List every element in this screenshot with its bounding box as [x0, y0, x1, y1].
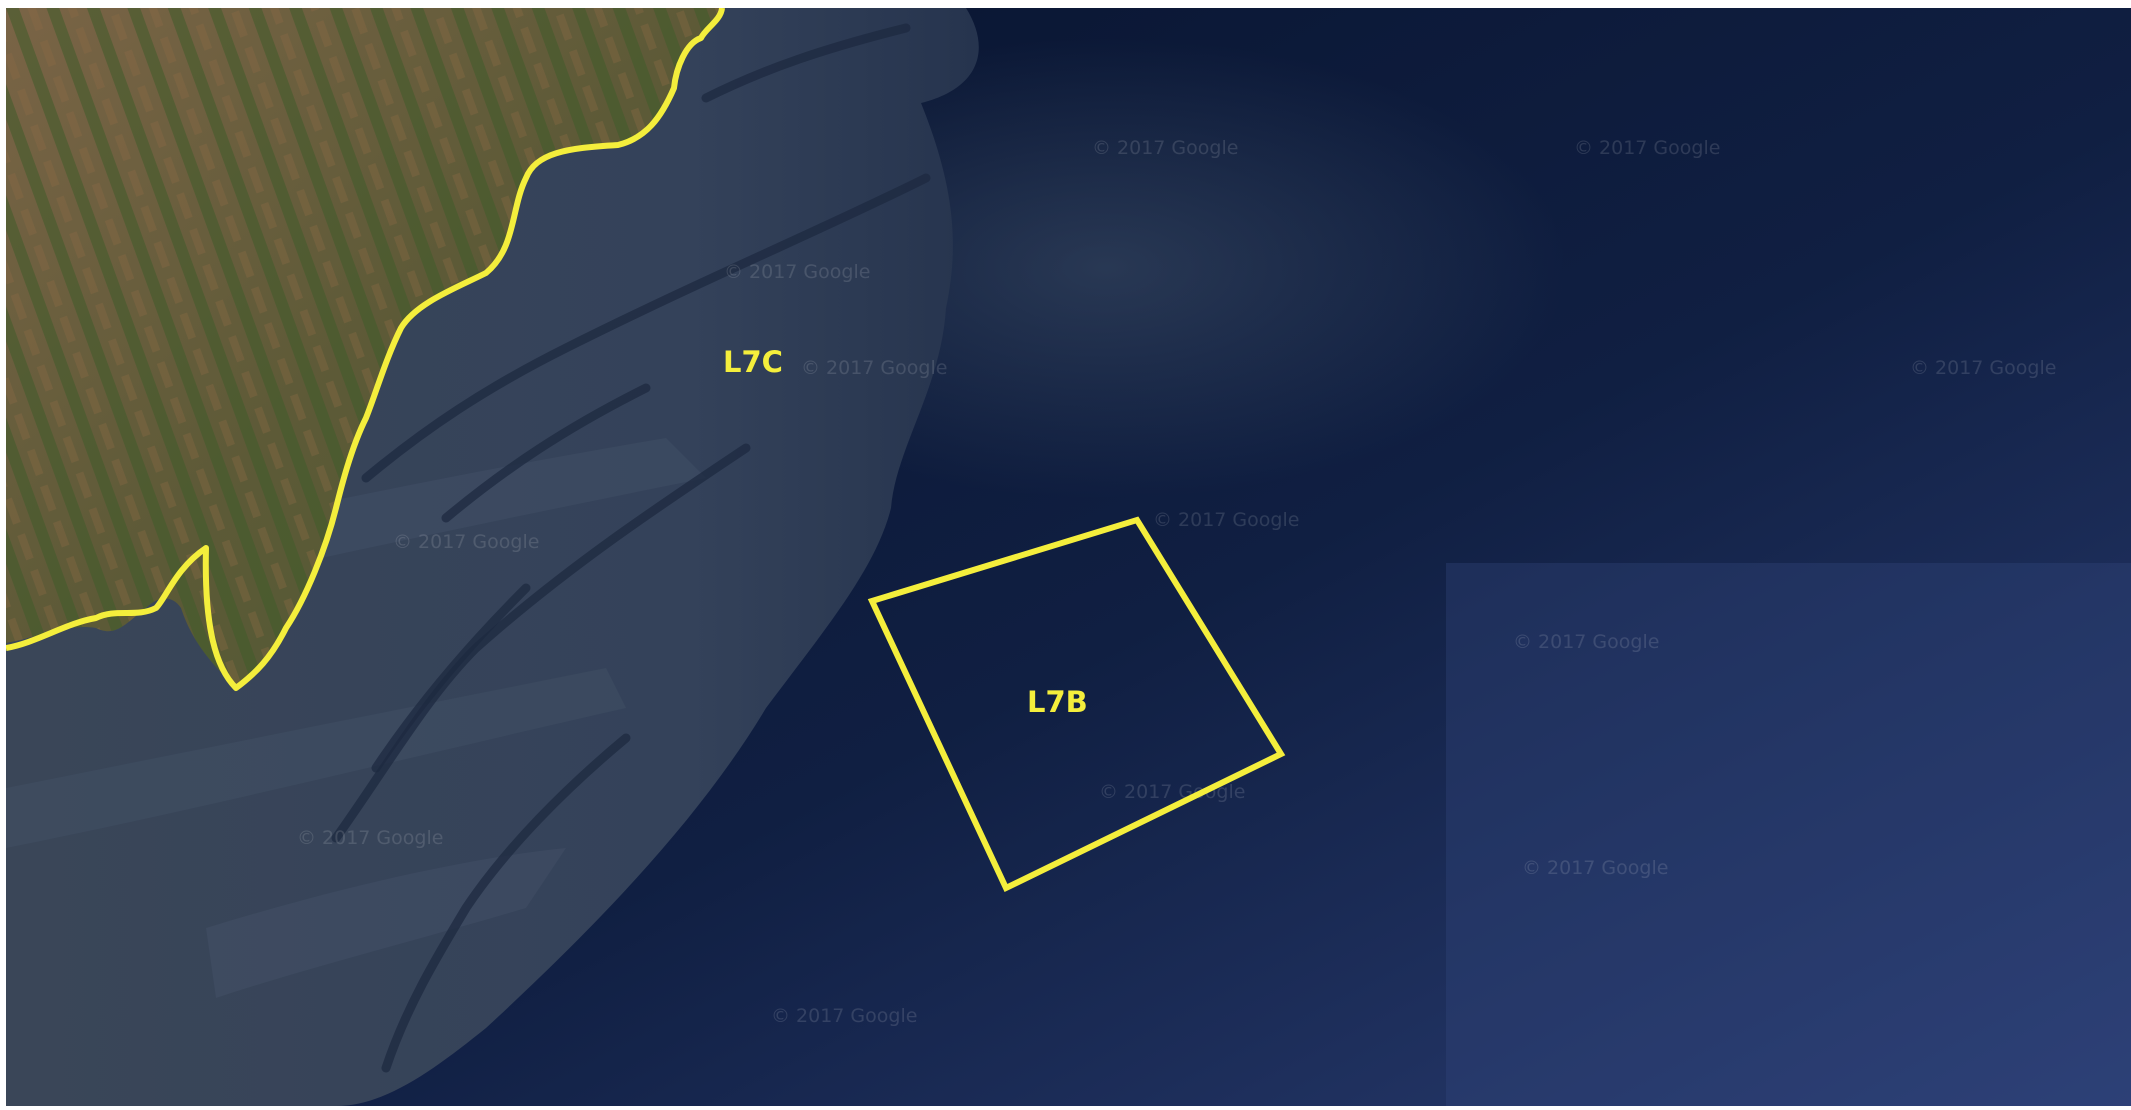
watermark: © 2017 Google — [1153, 509, 1299, 531]
watermark: © 2017 Google — [801, 357, 947, 379]
map-view[interactable]: © 2017 Google © 2017 Google © 2017 Googl… — [6, 8, 2131, 1106]
watermark: © 2017 Google — [1513, 631, 1659, 653]
shelf-band — [6, 668, 626, 848]
watermark: © 2017 Google — [297, 827, 443, 849]
satellite-map[interactable]: © 2017 Google © 2017 Google © 2017 Googl… — [6, 8, 2131, 1106]
land-fields — [6, 8, 722, 688]
watermark: © 2017 Google — [393, 531, 539, 553]
l7b-block-boundary[interactable] — [867, 516, 1286, 893]
watermark: © 2017 Google — [724, 261, 870, 283]
submarine-channels — [331, 23, 931, 1073]
watermark: © 2017 Google — [1910, 357, 2056, 379]
watermark: © 2017 Google — [1092, 137, 1238, 159]
watermark: © 2017 Google — [1574, 137, 1720, 159]
l7b-block-label: L7B — [1027, 685, 1088, 719]
watermark: © 2017 Google — [771, 1005, 917, 1027]
map-watermarks: © 2017 Google © 2017 Google © 2017 Googl… — [297, 137, 2056, 1027]
l7c-coast-boundary[interactable] — [6, 8, 725, 691]
l7c-block-label: L7C — [723, 345, 783, 379]
watermark: © 2017 Google — [1522, 857, 1668, 879]
shelf-band — [206, 848, 566, 998]
imagery-tile — [1446, 563, 2131, 1106]
